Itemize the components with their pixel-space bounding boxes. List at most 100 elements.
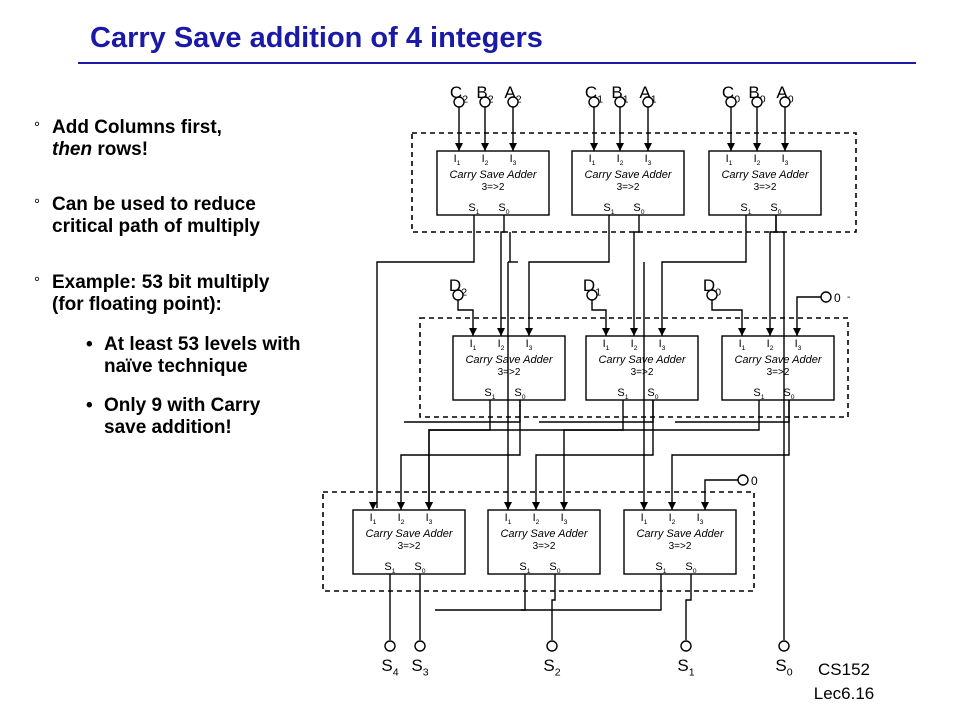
input-terminal-circle: [706, 289, 718, 301]
adder-name-label: Carry Save Adder: [365, 528, 453, 540]
adder-output-label: S1: [655, 561, 666, 575]
input-terminal-circle: [479, 96, 491, 108]
adder-output-label: S0: [685, 561, 696, 575]
sum-wire: [539, 400, 654, 423]
input-terminal-circle: [453, 96, 465, 108]
adder-output-label: S0: [498, 202, 509, 216]
carry-save-adder-box: [571, 150, 685, 216]
adder-output-label: S1: [603, 202, 614, 216]
output-label: S3: [411, 656, 428, 678]
dashed-stage-box: [322, 491, 755, 592]
adder-name-label: Carry Save Adder: [734, 354, 822, 366]
arrowhead: [532, 502, 540, 510]
adder-input-label: I3: [526, 338, 533, 352]
input-terminal-circle: [507, 96, 519, 108]
adder-output-label: S1: [484, 387, 495, 401]
input-arrowhead: [509, 143, 517, 151]
subbullet-line: save addition!: [104, 417, 232, 438]
sum-wire: [400, 400, 521, 510]
bullet-italic-word: then: [52, 139, 93, 160]
arrowhead: [668, 502, 676, 510]
adder-input-label: I3: [645, 153, 652, 167]
bullet-marker: °: [34, 119, 40, 136]
input-terminal-circle: [779, 96, 791, 108]
input-arrowhead: [781, 143, 789, 151]
bullet-line: then rows!: [52, 139, 149, 160]
adder-input-label: I2: [631, 338, 638, 352]
arrowhead: [602, 328, 610, 336]
carry-save-adder-box: [452, 335, 566, 401]
adder-ratio-label: 3=>2: [767, 367, 790, 378]
output-wire: [685, 574, 692, 640]
adder-input-label: I2: [498, 338, 505, 352]
arrowhead: [766, 328, 774, 336]
sum-wire: [675, 400, 790, 423]
output-wire: [435, 574, 526, 611]
adder-ratio-label: 3=>2: [631, 367, 654, 378]
subbullet-marker: •: [86, 334, 93, 355]
input-terminal-circle: [452, 289, 464, 301]
arrowhead: [630, 328, 638, 336]
bullet-critical-path: ° Can be used to reduce critical path of…: [34, 194, 260, 238]
sum-wire: [671, 400, 790, 510]
carry-wire: [376, 215, 475, 508]
footer-lecture: Lec6.16: [813, 684, 875, 703]
adder-input-label: I1: [370, 512, 377, 526]
input-terminal-circle: [614, 96, 626, 108]
arrowhead: [640, 502, 648, 510]
carry-save-adder-box: [487, 509, 601, 575]
adder-input-label: I3: [426, 512, 433, 526]
carry-save-adder-box: [352, 509, 466, 575]
input-arrowhead: [590, 143, 598, 151]
input-arrowhead: [753, 143, 761, 151]
input-terminal-circle: [586, 289, 598, 301]
bullet-line: Add Columns first,: [52, 117, 222, 138]
adder-input-label: I2: [482, 153, 489, 167]
adder-ratio-label: 3=>2: [669, 541, 692, 552]
output-wire: [551, 574, 556, 640]
output-terminal-circle: [414, 640, 426, 652]
input-terminal-circle: [751, 96, 763, 108]
input-label: B1: [611, 83, 628, 105]
adder-input-label: I1: [470, 338, 477, 352]
bullet-line: Example: 53 bit multiply: [52, 272, 270, 293]
constant-terminal-circle: [737, 474, 749, 486]
output-label: S1: [677, 656, 694, 678]
adder-input-label: I3: [510, 153, 517, 167]
carry-save-adder-box: [585, 335, 699, 401]
sum-wire: [404, 400, 521, 423]
adder-output-label: S0: [783, 387, 794, 401]
adder-output-label: S1: [617, 387, 628, 401]
output-terminal-circle: [546, 640, 558, 652]
carry-wire: [563, 400, 760, 510]
input-label: B0: [748, 83, 765, 105]
arrowhead: [793, 328, 801, 336]
sum-wire: [633, 215, 640, 336]
carry-save-adder-box: [708, 150, 822, 216]
arrowhead: [369, 502, 377, 510]
input-arrowhead: [727, 143, 735, 151]
adder-output-label: S1: [468, 202, 479, 216]
adder-input-label: I2: [398, 512, 405, 526]
input-terminal-circle: [588, 96, 600, 108]
dashed-stage-box: [419, 317, 849, 418]
adder-name-label: Carry Save Adder: [465, 354, 553, 366]
arrowhead: [504, 502, 512, 510]
title-underline: [78, 62, 916, 64]
bullet-line: critical path of multiply: [52, 216, 260, 237]
adder-input-label: I1: [739, 338, 746, 352]
adder-name-label: Carry Save Adder: [721, 169, 809, 181]
adder-name-label: Carry Save Adder: [636, 528, 724, 540]
input-wire: [457, 300, 474, 336]
carry-wire: [428, 400, 624, 510]
arrowhead: [701, 502, 709, 510]
adder-input-label: I3: [782, 153, 789, 167]
input-arrowhead: [481, 143, 489, 151]
input-arrowhead: [455, 143, 463, 151]
adder-input-label: I3: [659, 338, 666, 352]
carry-save-adder-box: [623, 509, 737, 575]
carry-wire: [661, 215, 747, 336]
input-arrowhead: [644, 143, 652, 151]
adder-input-label: I2: [669, 512, 676, 526]
adder-input-label: I1: [589, 153, 596, 167]
